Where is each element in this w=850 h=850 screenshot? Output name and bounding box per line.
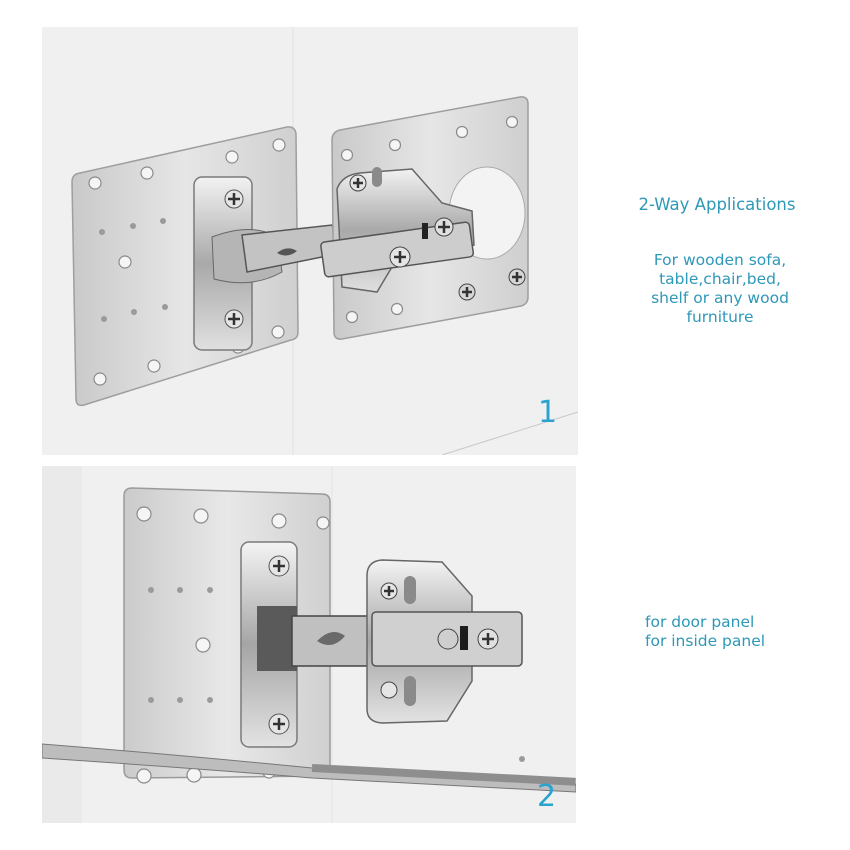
usage-line-door: for door panel [645, 613, 755, 631]
product-photo-2 [42, 466, 576, 823]
description-line: furniture [686, 308, 754, 326]
hinge-illustration-1 [42, 27, 578, 455]
description-line: For wooden sofa, [653, 251, 787, 269]
hinge-illustration-2 [42, 466, 576, 823]
panel-usage-caption: for door panel for inside panel [625, 613, 805, 651]
product-photo-1 [42, 27, 578, 455]
furniture-description: For wooden sofa, table,chair,bed, shelf … [620, 251, 820, 327]
usage-line-inside: for inside panel [645, 632, 766, 650]
applications-title: 2-Way Applications [638, 195, 796, 214]
description-line: table,chair,bed, [659, 270, 781, 288]
description-line: shelf or any wood [651, 289, 789, 307]
panel-number-2: 2 [537, 779, 557, 814]
panel-number-1: 1 [538, 395, 558, 430]
screwdriver [42, 743, 576, 793]
